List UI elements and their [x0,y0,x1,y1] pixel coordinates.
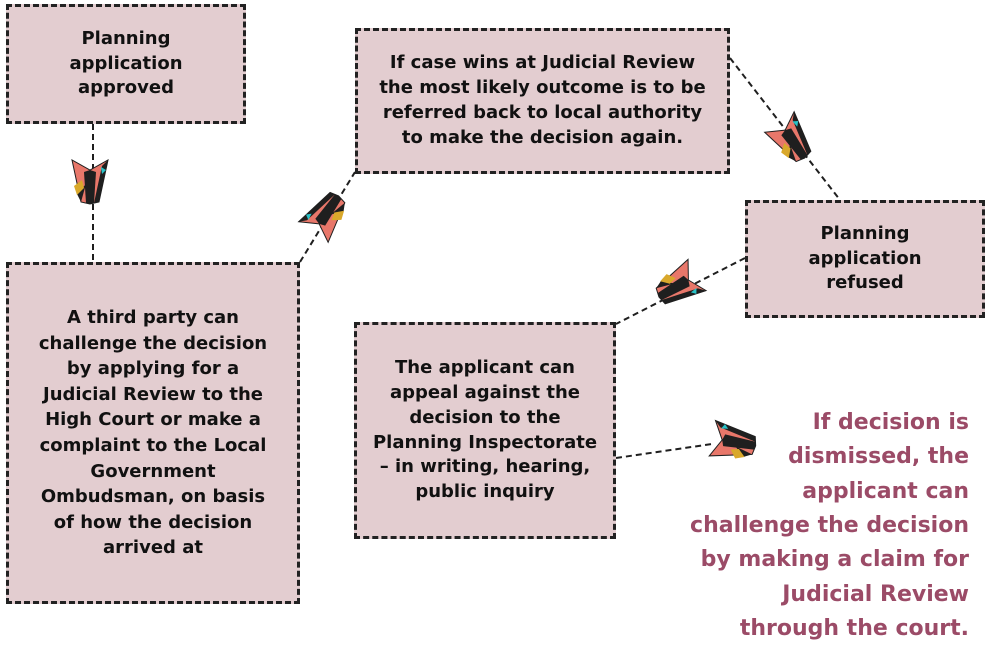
planning-approved-box: Planning application approved [6,4,246,124]
connector-review-to-refused [729,57,841,201]
judicial-review-outcome-text: If case wins at Judicial Review the most… [379,52,706,148]
applicant-appeal-box: The applicant can appeal against the dec… [354,322,616,539]
applicant-appeal-text: The applicant can appeal against the dec… [372,357,598,503]
third-party-challenge-box: A third party can challenge the decision… [6,262,300,604]
paper-plane-icon [71,159,109,205]
planning-refused-box: Planning application refused [745,200,985,318]
judicial-review-outcome-box: If case wins at Judicial Review the most… [355,28,730,174]
planning-refused-text: Planning application refused [808,222,922,294]
paper-plane-icon [649,258,707,314]
planning-approved-text: Planning application approved [69,27,183,99]
connector-appeal-to-note [615,443,713,459]
paper-plane-icon [298,185,354,243]
paper-plane-icon [764,111,820,169]
third-party-challenge-text: A third party can challenge the decision… [38,307,268,559]
dismissed-decision-note: If decision is dismissed, the applicant … [690,410,969,641]
